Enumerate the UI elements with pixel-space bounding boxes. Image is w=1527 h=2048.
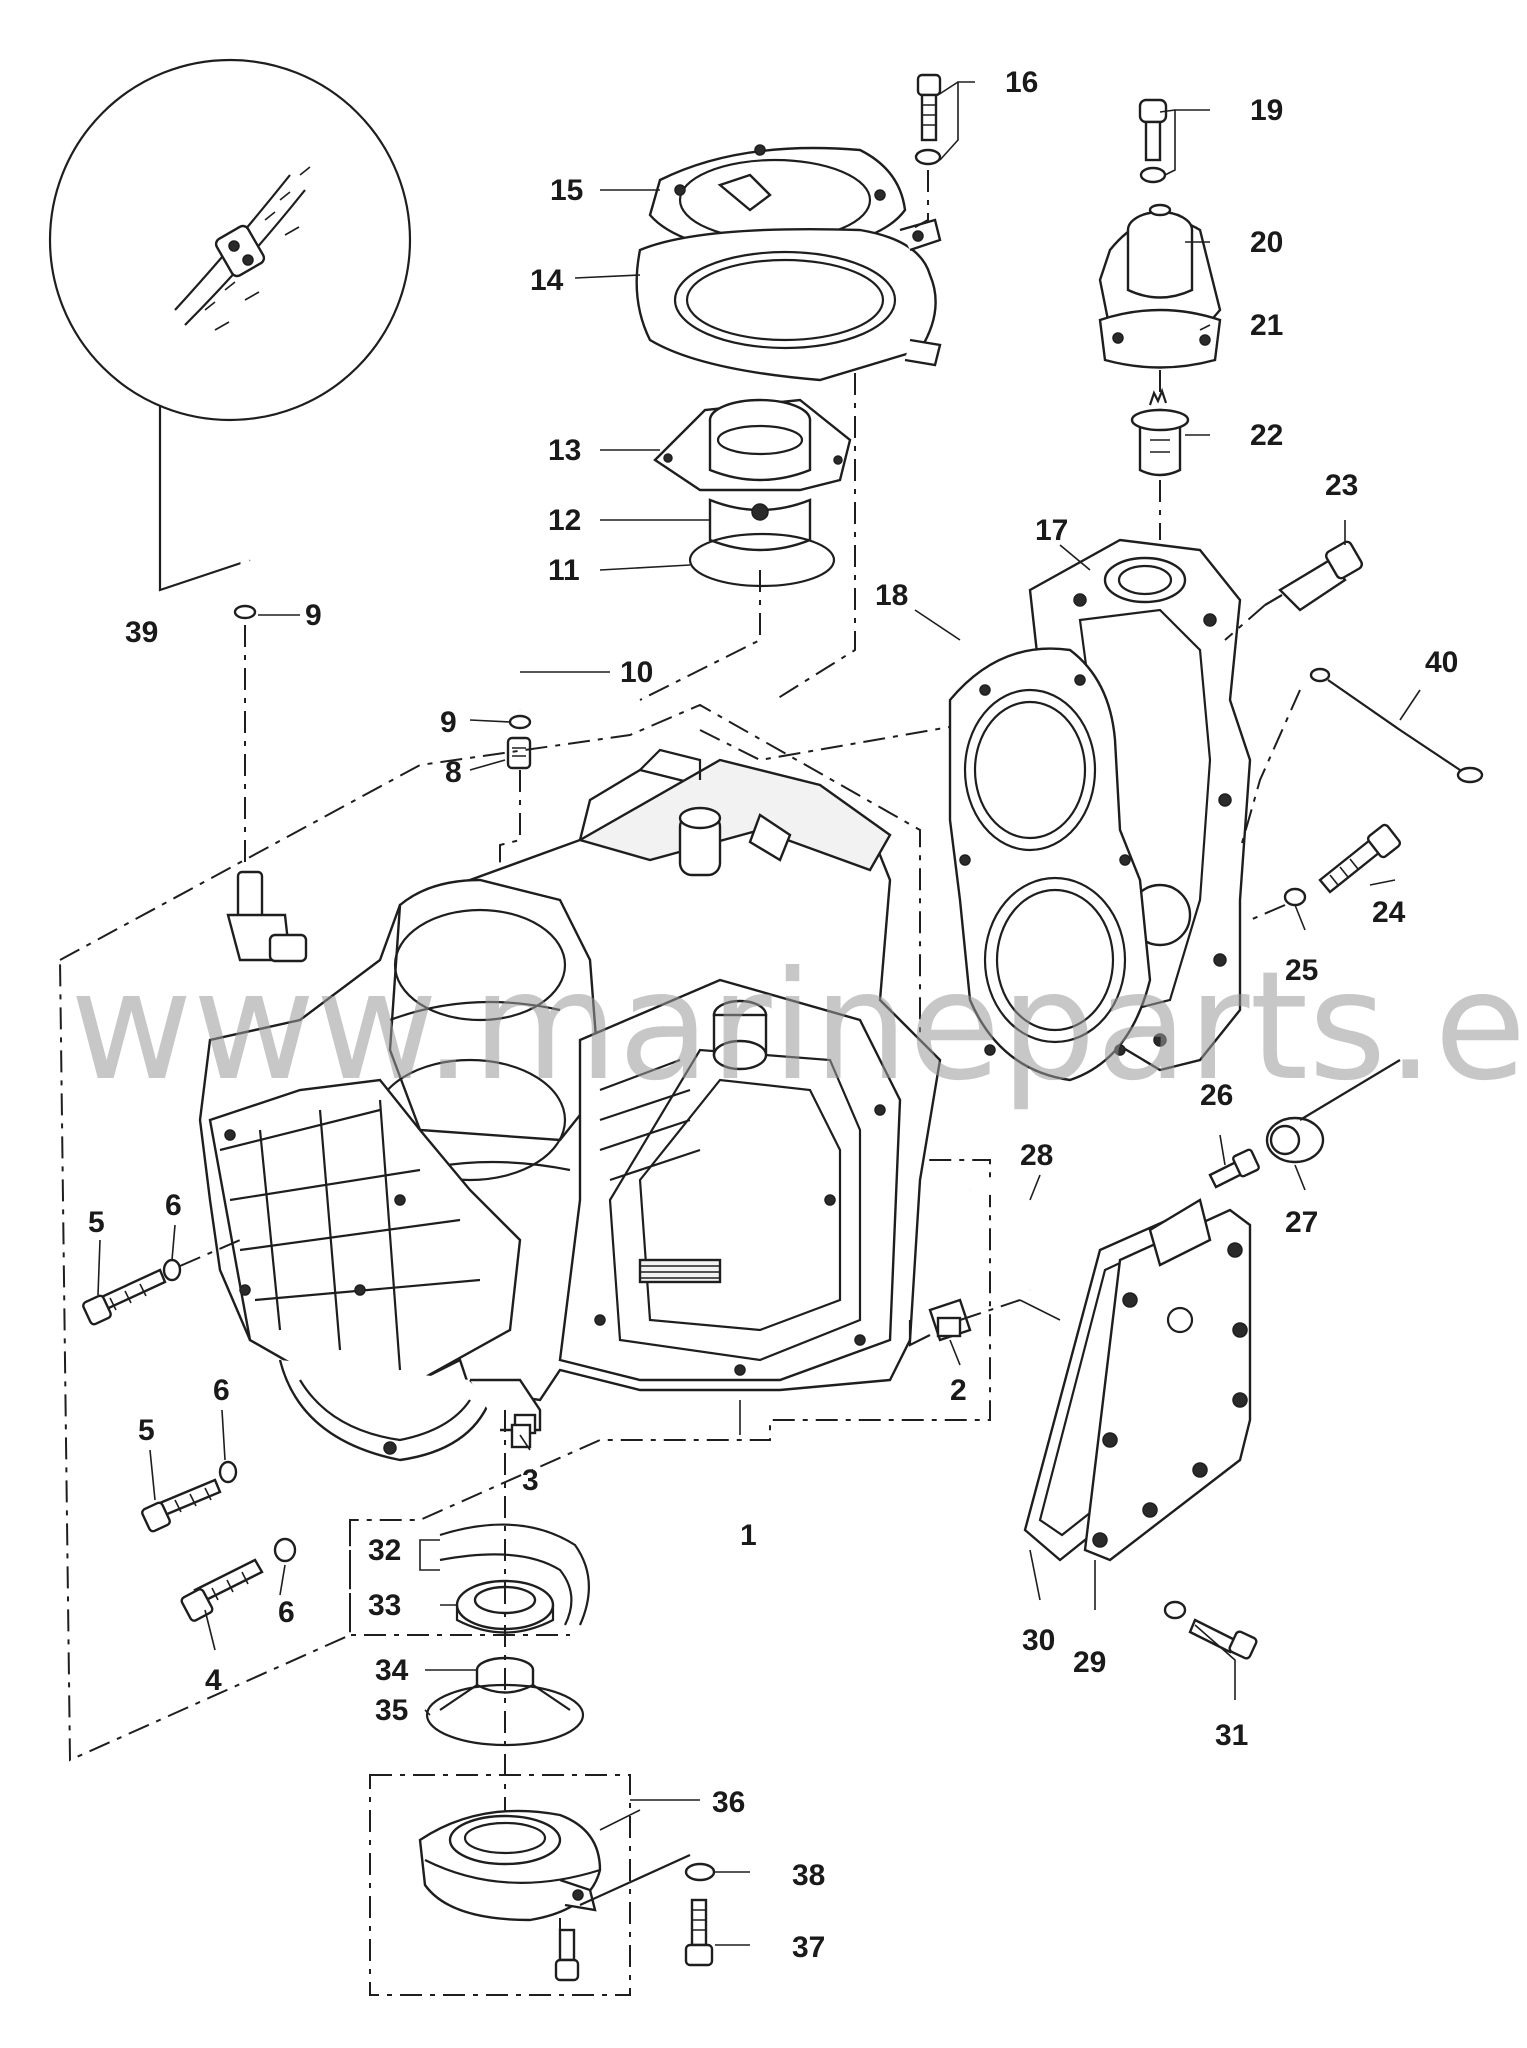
callout-33: 33 [368, 1589, 401, 1622]
callout-5b: 5 [138, 1414, 155, 1447]
bearing-housing-parts [635, 144, 942, 701]
callout-14: 14 [530, 264, 564, 297]
callout-15: 15 [550, 174, 583, 207]
callout-12: 12 [548, 504, 581, 537]
thermostat-assembly [1098, 98, 1222, 540]
tube-10 [233, 525, 532, 770]
head-gasket-18 [948, 647, 1152, 1082]
callout-18: 18 [875, 579, 908, 612]
cover-plate-29 [1083, 1198, 1252, 1562]
callout-39: 39 [125, 616, 158, 649]
screw-26 [1208, 1148, 1260, 1189]
callout-labels: 1 2 3 4 5 5 6 6 6 8 9 9 10 11 12 13 14 1… [88, 66, 1458, 1964]
callout-16: 16 [1005, 66, 1038, 99]
callout-26: 26 [1200, 1079, 1233, 1112]
callout-34: 34 [375, 1654, 409, 1687]
temperature-sender-23 [1224, 540, 1363, 641]
detail-circle-39 [48, 58, 412, 592]
callout-9b: 9 [440, 706, 457, 739]
fitting-2 [908, 1298, 1021, 1347]
callout-13: 13 [548, 434, 581, 467]
callout-9a: 9 [305, 599, 322, 632]
callout-29: 29 [1073, 1646, 1106, 1679]
hose-28 [968, 1181, 1059, 1296]
callout-17: 17 [1035, 514, 1068, 547]
bolt-5-upper [82, 1239, 241, 1326]
callout-27: 27 [1285, 1206, 1318, 1239]
plug-27 [1265, 1059, 1401, 1164]
callout-6a: 6 [165, 1189, 182, 1222]
callout-38: 38 [792, 1859, 825, 1892]
screw-38 [579, 1853, 716, 1907]
elbow-fitting [226, 870, 308, 963]
callout-10: 10 [620, 656, 653, 689]
callout-8: 8 [445, 756, 462, 789]
bolt-5-lower [141, 1460, 238, 1533]
callout-5a: 5 [88, 1206, 105, 1239]
bolt-4 [180, 1537, 297, 1622]
callout-22: 22 [1250, 419, 1283, 452]
callout-25: 25 [1285, 954, 1318, 987]
callout-11: 11 [548, 554, 580, 587]
callout-3: 3 [522, 1464, 539, 1497]
callout-23: 23 [1325, 469, 1358, 502]
callout-35: 35 [375, 1694, 408, 1727]
leader-lines [97, 81, 1421, 1946]
ground-wire-40 [1239, 667, 1484, 851]
callout-6c: 6 [278, 1596, 295, 1629]
screw-37 [684, 1898, 714, 1967]
callout-4: 4 [205, 1664, 222, 1697]
callout-40: 40 [1425, 646, 1458, 679]
assembly-outline-1 [58, 330, 991, 1762]
lower-housing-36 [369, 1774, 631, 1996]
callout-19: 19 [1250, 94, 1283, 127]
callout-31: 31 [1215, 1719, 1248, 1752]
seal-ring-32 [439, 1523, 590, 1626]
screw-31 [1163, 1600, 1258, 1660]
watermark-text: www.marineparts.eu [70, 940, 1527, 1114]
callout-20: 20 [1250, 226, 1283, 259]
callout-21: 21 [1250, 309, 1283, 342]
callout-30: 30 [1022, 1624, 1055, 1657]
callout-32: 32 [368, 1534, 401, 1567]
seal-group-outline [349, 1520, 570, 1636]
callout-6b: 6 [213, 1374, 230, 1407]
callout-36: 36 [712, 1786, 745, 1819]
callout-2: 2 [950, 1374, 967, 1407]
callout-24: 24 [1372, 896, 1406, 929]
cylinder-block-1 [198, 748, 942, 1462]
callout-37: 37 [792, 1931, 825, 1964]
bolt-24 [1249, 823, 1402, 921]
callout-28: 28 [1020, 1139, 1053, 1172]
screw-16 [909, 73, 942, 231]
callout-1: 1 [740, 1519, 757, 1552]
